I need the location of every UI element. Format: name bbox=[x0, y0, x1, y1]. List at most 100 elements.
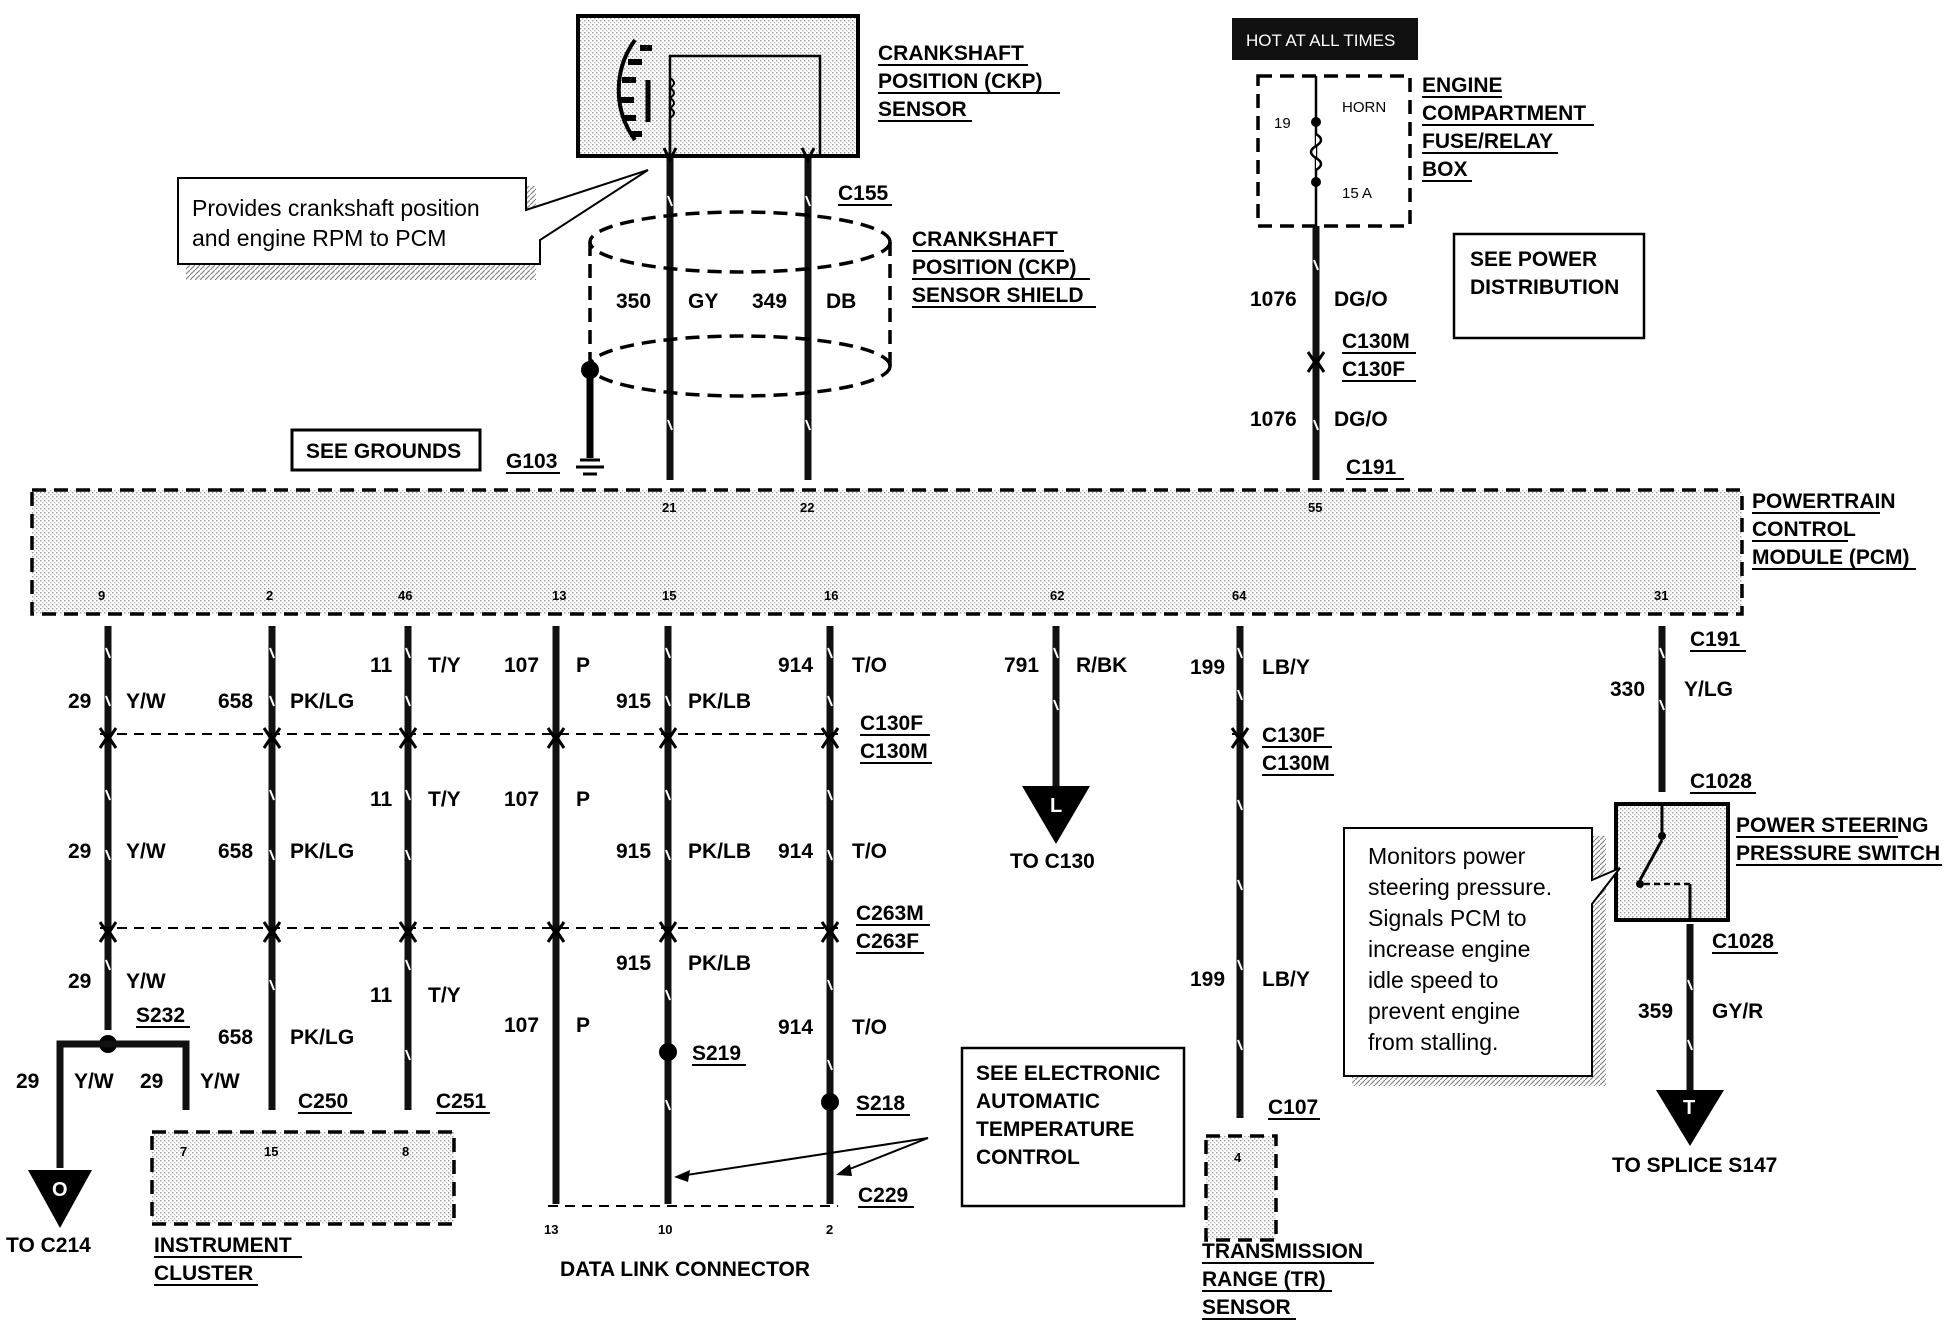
connector-c130m-2: C130M bbox=[1262, 752, 1330, 775]
svg-text:Monitors power: Monitors power bbox=[1368, 843, 1526, 869]
svg-text:DISTRIBUTION: DISTRIBUTION bbox=[1470, 276, 1619, 299]
instrument-cluster bbox=[150, 1130, 456, 1226]
r1-791-color: R/BK bbox=[1076, 654, 1127, 677]
svg-text:POWERTRAIN: POWERTRAIN bbox=[1752, 490, 1896, 513]
svg-text:prevent engine: prevent engine bbox=[1368, 998, 1520, 1024]
svg-text:T: T bbox=[1683, 1097, 1695, 1119]
svg-text:SENSOR SHIELD: SENSOR SHIELD bbox=[912, 284, 1084, 307]
r2-915-color: PK/LB bbox=[688, 840, 751, 863]
svg-text:Signals PCM to: Signals PCM to bbox=[1368, 905, 1527, 931]
r1-330-color: Y/LG bbox=[1684, 678, 1733, 701]
ckp-sensor bbox=[576, 14, 860, 158]
r1-330-num: 330 bbox=[1610, 678, 1645, 701]
arrow-to-splice-s147-icon: T bbox=[1656, 1090, 1724, 1146]
ckp-callout: Provides crankshaft position and engine … bbox=[177, 169, 649, 280]
svg-text:POSITION (CKP): POSITION (CKP) bbox=[878, 70, 1043, 93]
r3-915-color: PK/LB bbox=[688, 952, 751, 975]
r3-915-num: 915 bbox=[616, 952, 651, 975]
hot-at-all-times-badge: HOT AT ALL TIMES bbox=[1232, 18, 1418, 60]
cluster-pin-7: 7 bbox=[180, 1144, 187, 1159]
svg-text:AUTOMATIC: AUTOMATIC bbox=[976, 1090, 1100, 1113]
arrow-to-c214-icon: O bbox=[28, 1170, 92, 1228]
svg-text:from stalling.: from stalling. bbox=[1368, 1029, 1498, 1055]
connector-c263m: C263M bbox=[856, 902, 924, 925]
r2-107-num: 107 bbox=[504, 788, 539, 811]
r2-11-color: T/Y bbox=[428, 788, 461, 811]
ps-switch bbox=[1614, 802, 1730, 922]
svg-text:COMPARTMENT: COMPARTMENT bbox=[1422, 102, 1586, 125]
r1-107-color: P bbox=[576, 654, 590, 677]
ps-switch-label: POWER STEERING PRESSURE SWITCH bbox=[1736, 814, 1942, 866]
pcm-pin-55: 55 bbox=[1308, 500, 1322, 515]
svg-text:HOT AT ALL TIMES: HOT AT ALL TIMES bbox=[1246, 31, 1395, 50]
svg-text:FUSE/RELAY: FUSE/RELAY bbox=[1422, 130, 1553, 153]
wire-1076b-color: DG/O bbox=[1334, 408, 1388, 431]
svg-text:POSITION (CKP): POSITION (CKP) bbox=[912, 256, 1077, 279]
svg-text:SENSOR: SENSOR bbox=[878, 98, 967, 121]
connector-c130m-top: C130M bbox=[1342, 330, 1410, 353]
r1-658-color: PK/LG bbox=[290, 690, 354, 713]
see-power-distribution-box: SEE POWER DISTRIBUTION bbox=[1452, 232, 1646, 340]
tr-sensor-pin-4: 4 bbox=[1234, 1150, 1242, 1165]
svg-text:CLUSTER: CLUSTER bbox=[154, 1262, 253, 1285]
branch-left-num: 29 bbox=[16, 1070, 39, 1093]
svg-text:TRANSMISSION: TRANSMISSION bbox=[1202, 1240, 1363, 1263]
connector-c107: C107 bbox=[1268, 1096, 1318, 1119]
connector-c191-top: C191 bbox=[1346, 456, 1397, 479]
r3-658-color: PK/LG bbox=[290, 1026, 354, 1049]
dlc-pin-13: 13 bbox=[544, 1222, 558, 1237]
connector-arrow-marks bbox=[98, 727, 1250, 943]
r3-29-color: Y/W bbox=[126, 970, 166, 993]
pcm-pin-46: 46 bbox=[398, 588, 412, 603]
svg-text:BOX: BOX bbox=[1422, 158, 1468, 181]
r1-914-num: 914 bbox=[778, 654, 813, 677]
pcm-pin-31: 31 bbox=[1654, 588, 1668, 603]
r2-107-color: P bbox=[576, 788, 590, 811]
svg-text:CRANKSHAFT: CRANKSHAFT bbox=[878, 42, 1024, 65]
r2-29-color: Y/W bbox=[126, 840, 166, 863]
fuse-box-label: ENGINE COMPARTMENT FUSE/RELAY BOX bbox=[1422, 74, 1594, 182]
splice-s219-dot bbox=[659, 1043, 677, 1061]
r1-199-color: LB/Y bbox=[1262, 656, 1310, 679]
instrument-cluster-label: INSTRUMENT CLUSTER bbox=[154, 1234, 302, 1286]
svg-text:steering pressure.: steering pressure. bbox=[1368, 874, 1552, 900]
wire-1076b-num: 1076 bbox=[1250, 408, 1297, 431]
branch-right-color: Y/W bbox=[200, 1070, 240, 1093]
branch-right-num: 29 bbox=[140, 1070, 163, 1093]
see-grounds-box: SEE GROUNDS bbox=[290, 428, 482, 472]
cluster-pin-8: 8 bbox=[402, 1144, 409, 1159]
r2-658-num: 658 bbox=[218, 840, 253, 863]
wire-359-color: GY/R bbox=[1712, 1000, 1763, 1023]
wire-349-color: DB bbox=[826, 290, 856, 313]
r1-914-color: T/O bbox=[852, 654, 887, 677]
svg-text:POWER STEERING: POWER STEERING bbox=[1736, 814, 1929, 837]
splice-s219-label: S219 bbox=[692, 1042, 741, 1065]
ckp-connector-id: C155 bbox=[838, 182, 889, 205]
svg-text:PRESSURE SWITCH: PRESSURE SWITCH bbox=[1736, 842, 1940, 865]
splice-s232-label: S232 bbox=[136, 1004, 185, 1027]
r1-29-num: 29 bbox=[68, 690, 91, 713]
svg-text:TEMPERATURE: TEMPERATURE bbox=[976, 1118, 1134, 1141]
svg-text:SEE GROUNDS: SEE GROUNDS bbox=[306, 440, 461, 463]
svg-text:SEE POWER: SEE POWER bbox=[1470, 248, 1597, 271]
connector-c130f-top: C130F bbox=[1342, 358, 1405, 381]
pcm-pin-64: 64 bbox=[1232, 588, 1247, 603]
wire-359-num: 359 bbox=[1638, 1000, 1673, 1023]
svg-text:SENSOR: SENSOR bbox=[1202, 1296, 1291, 1319]
wire-tick-marks bbox=[105, 195, 1693, 1111]
connector-c1028-top: C1028 bbox=[1690, 770, 1752, 793]
connector-c251: C251 bbox=[436, 1090, 487, 1113]
svg-text:and engine RPM to PCM: and engine RPM to PCM bbox=[192, 225, 446, 251]
pcm-pin-15: 15 bbox=[662, 588, 676, 603]
r3-11-num: 11 bbox=[370, 984, 393, 1007]
pcm-pin-2: 2 bbox=[266, 588, 273, 603]
svg-text:CONTROL: CONTROL bbox=[976, 1146, 1080, 1169]
connector-c229: C229 bbox=[858, 1184, 908, 1207]
r3-199-color: LB/Y bbox=[1262, 968, 1310, 991]
fuse-feed-wire bbox=[1306, 226, 1326, 480]
ckp-shield-label: CRANKSHAFT POSITION (CKP) SENSOR SHIELD bbox=[912, 228, 1096, 308]
r2-914-color: T/O bbox=[852, 840, 887, 863]
r3-107-num: 107 bbox=[504, 1014, 539, 1037]
ckp-sensor-label: CRANKSHAFT POSITION (CKP) SENSOR bbox=[878, 42, 1060, 122]
